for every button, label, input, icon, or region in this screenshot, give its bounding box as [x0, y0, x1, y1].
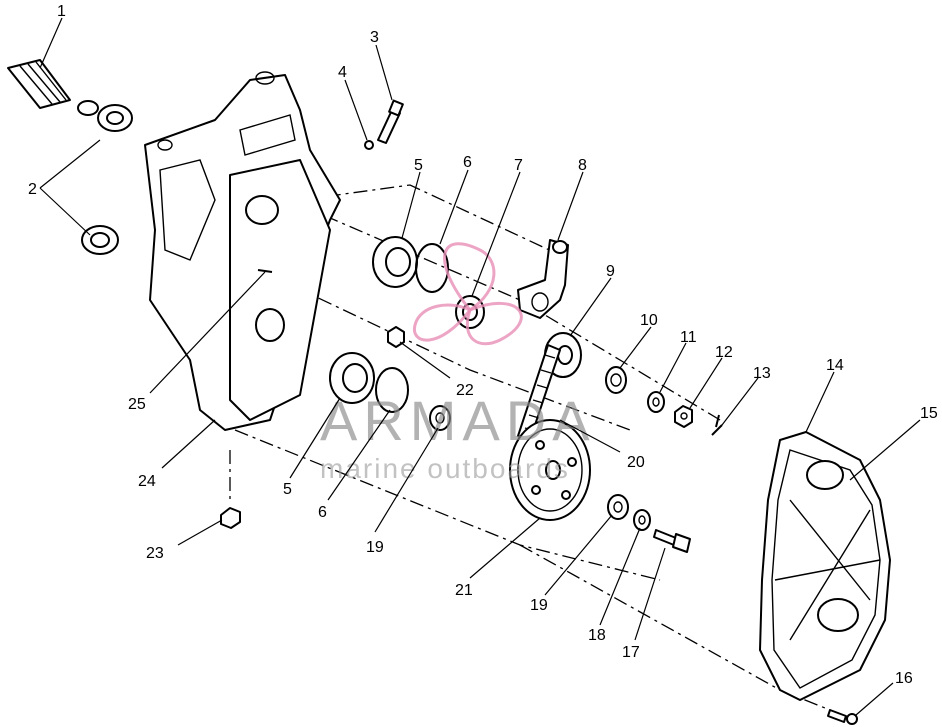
callout-21: 21 [455, 582, 473, 599]
callout-17: 17 [622, 644, 640, 661]
callout-6-upper: 6 [463, 154, 472, 171]
callout-18: 18 [588, 627, 606, 644]
screw-4 [364, 140, 374, 150]
callout-5-lower: 5 [283, 481, 292, 498]
chaincase-housing [144, 71, 341, 431]
leader-lines [39, 17, 921, 716]
callout-5-upper: 5 [414, 157, 423, 174]
callout-19-upper: 19 [366, 539, 384, 556]
callout-9: 9 [606, 263, 615, 280]
drain-plug-23 [220, 507, 241, 529]
callout-20: 20 [627, 454, 645, 471]
screw-16 [827, 709, 858, 725]
callout-25: 25 [128, 396, 146, 413]
callout-15: 15 [920, 405, 938, 422]
callout-11: 11 [680, 329, 697, 346]
seal-lower [81, 225, 119, 255]
callout-6-lower: 6 [318, 504, 327, 521]
washer-11 [647, 391, 665, 413]
callout-7: 7 [514, 157, 523, 174]
washer-18 [633, 509, 651, 531]
tensioner-arm [517, 239, 569, 319]
o-ring-upper [415, 243, 449, 293]
o-ring-lower [375, 367, 409, 413]
washer-19-lower [607, 494, 629, 520]
watermark-tagline: marine outboards [320, 453, 570, 484]
callout-numbers: 1 2 3 4 5 6 7 8 9 10 11 12 13 14 15 16 1… [28, 3, 938, 687]
callout-8: 8 [578, 157, 587, 174]
sprocket-lower [509, 419, 591, 521]
washer-10 [605, 366, 627, 394]
callout-12: 12 [715, 344, 733, 361]
washer-19-upper [429, 405, 451, 431]
bolt-3 [377, 99, 404, 144]
callout-16: 16 [895, 670, 913, 687]
callout-19-lower: 19 [530, 597, 548, 614]
callout-24: 24 [138, 473, 156, 490]
stud-25 [257, 269, 273, 273]
callout-23: 23 [146, 545, 164, 562]
callout-14: 14 [826, 357, 844, 374]
watermark-brand: ARMADA [320, 389, 596, 452]
nut-12 [674, 405, 693, 428]
seal-upper [97, 104, 133, 132]
cotter-pin-13 [711, 414, 723, 436]
callout-2: 2 [28, 181, 37, 198]
bearing-lower [329, 352, 375, 404]
callout-1: 1 [57, 3, 66, 20]
callout-22: 22 [456, 382, 474, 399]
bearing-upper [372, 236, 418, 288]
input-shaft [7, 59, 99, 116]
chaincase-cover [759, 431, 891, 701]
callout-4: 4 [338, 64, 347, 81]
nut-22 [387, 326, 405, 348]
armada-logo-icon [412, 242, 523, 346]
callout-13: 13 [753, 365, 771, 382]
callout-3: 3 [370, 29, 379, 46]
bolt-17 [653, 529, 691, 553]
callout-10: 10 [640, 312, 658, 329]
